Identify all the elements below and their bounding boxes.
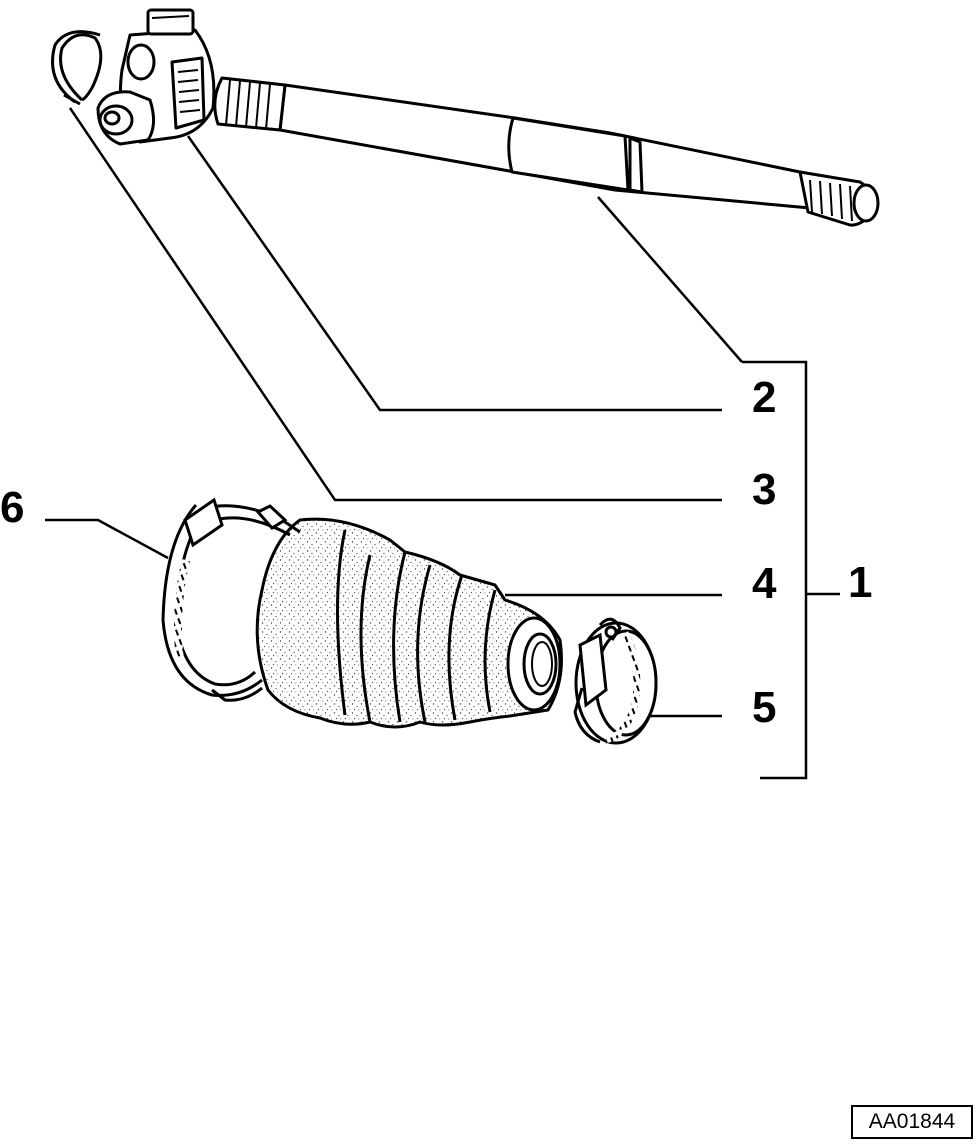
bracket-1: [742, 360, 808, 780]
callout-3: 3: [752, 465, 776, 514]
tripod-joint: [96, 8, 216, 146]
callout-4: 4: [752, 559, 777, 608]
callout-5: 5: [752, 683, 776, 732]
reference-code-label: AA01844: [851, 1105, 973, 1139]
small-clamp: [573, 617, 658, 745]
drive-shaft: [213, 76, 880, 227]
callout-1: 1: [848, 558, 872, 607]
callout-2: 2: [752, 373, 776, 422]
leader-3: [68, 107, 722, 502]
callout-6: 6: [0, 483, 24, 532]
leader-shaft: [597, 196, 743, 363]
circlip: [51, 30, 103, 106]
large-clamp: [161, 497, 301, 702]
leader-lines: [45, 107, 840, 780]
leader-2: [186, 135, 722, 412]
cv-boot: [255, 517, 563, 729]
leader-6: [45, 518, 169, 560]
shaft-collar: [507, 116, 630, 192]
